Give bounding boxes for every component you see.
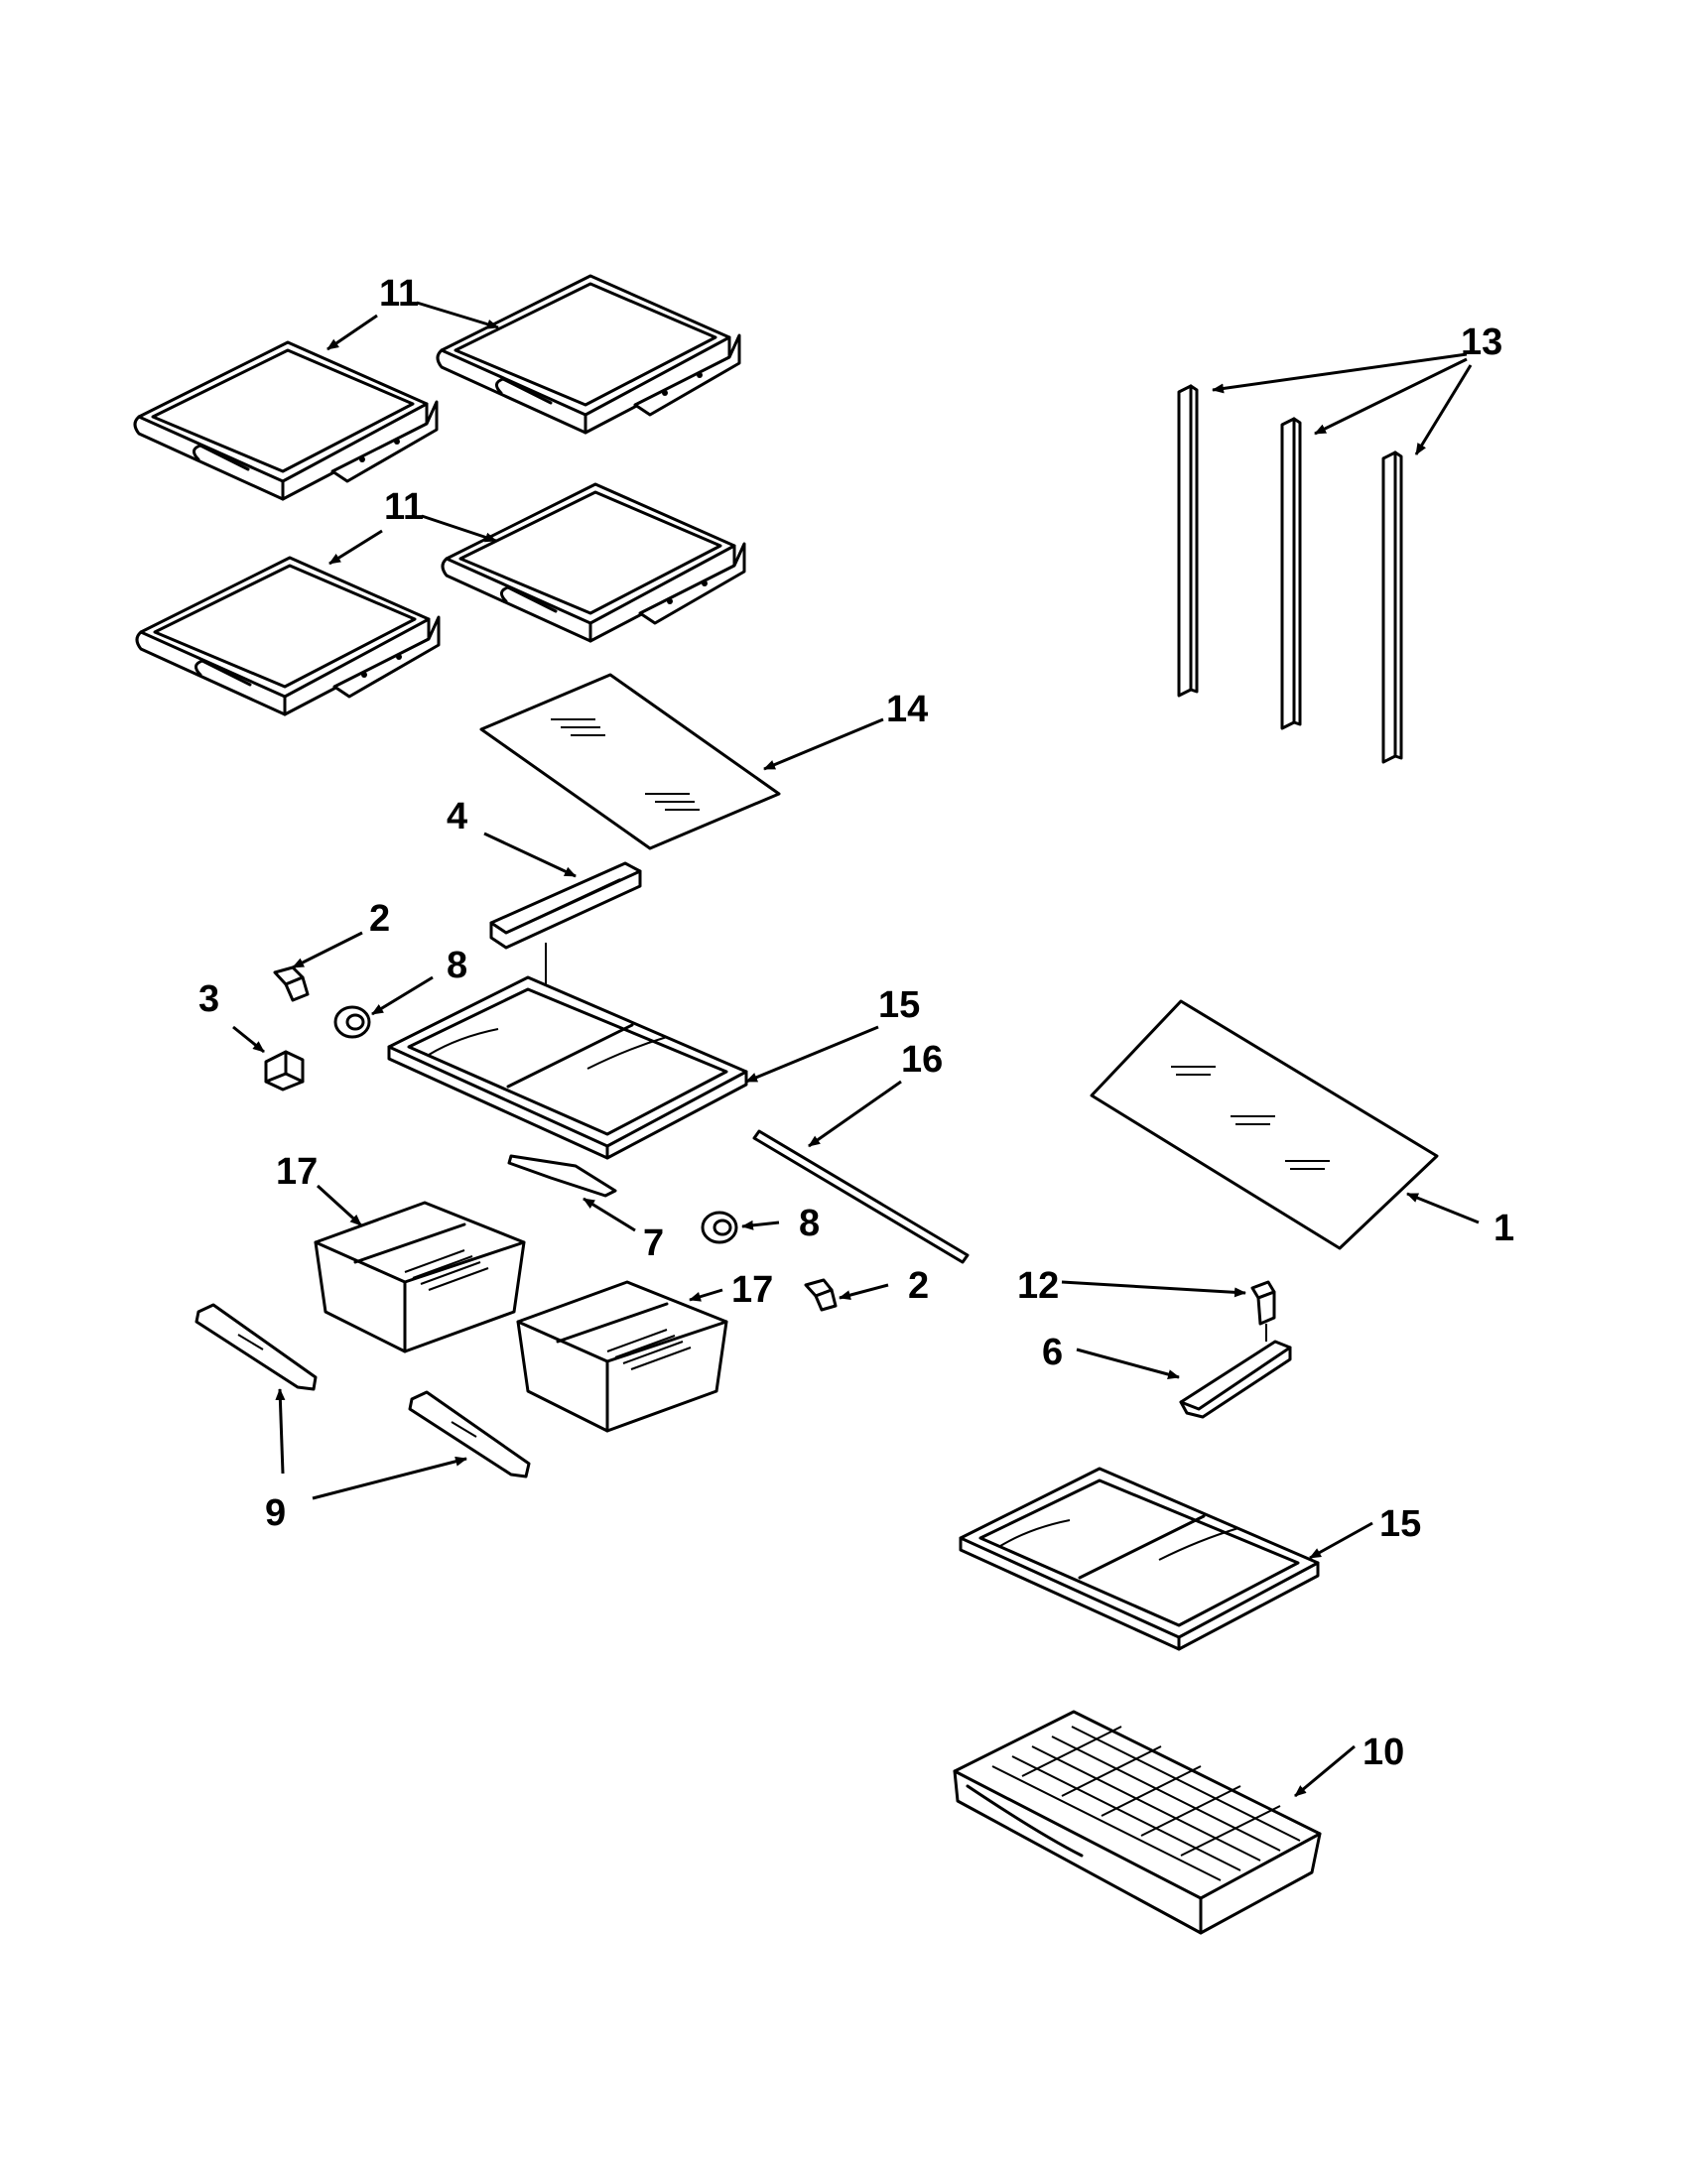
callout-2-lower: 2 bbox=[908, 1265, 929, 1307]
callout-6: 6 bbox=[1042, 1332, 1063, 1373]
crisper-cover-frame-15-upper bbox=[387, 975, 748, 1160]
leader-arrows bbox=[232, 301, 1480, 1798]
callout-13: 13 bbox=[1461, 321, 1502, 363]
crisper-pan-17-right bbox=[516, 1280, 728, 1433]
divider-rod-16 bbox=[752, 1129, 970, 1264]
shelf-ladder-rail-13-b bbox=[1280, 417, 1302, 730]
cantilever-shelf-11-bottom-left bbox=[135, 556, 441, 716]
bracket-6 bbox=[1179, 1340, 1292, 1419]
callout-8-lower: 8 bbox=[799, 1203, 820, 1244]
pan-handle-9-right bbox=[408, 1390, 531, 1478]
roller-8-lower bbox=[701, 1211, 738, 1244]
screw-2-lower bbox=[804, 1278, 838, 1312]
callout-15-upper: 15 bbox=[878, 984, 920, 1026]
callout-17-left: 17 bbox=[276, 1151, 318, 1193]
callout-11-top: 11 bbox=[379, 273, 419, 315]
glass-shelf-14 bbox=[479, 673, 781, 850]
callout-10: 10 bbox=[1363, 1732, 1404, 1773]
screw-12 bbox=[1250, 1280, 1276, 1342]
callout-15-lower: 15 bbox=[1379, 1503, 1421, 1545]
freezer-basket-10 bbox=[953, 1710, 1322, 1935]
callout-7: 7 bbox=[643, 1222, 664, 1264]
cantilever-shelf-11-bottom-right bbox=[441, 482, 746, 643]
shelf-ladder-rail-13-c bbox=[1381, 450, 1403, 764]
bracket-3 bbox=[264, 1050, 305, 1092]
callout-16: 16 bbox=[901, 1039, 943, 1081]
slide-7 bbox=[507, 1154, 617, 1198]
callout-11-bottom: 11 bbox=[384, 486, 424, 528]
callout-14: 14 bbox=[886, 689, 928, 730]
glass-shelf-1 bbox=[1090, 999, 1439, 1250]
callout-1: 1 bbox=[1493, 1208, 1514, 1249]
callout-8-upper: 8 bbox=[447, 945, 467, 986]
callout-labels: 11 11 13 14 4 2 8 3 15 16 17 7 8 2 17 9 … bbox=[198, 273, 1514, 1773]
callout-2-upper: 2 bbox=[369, 898, 390, 940]
shelf-ladder-rail-13-a bbox=[1177, 384, 1199, 698]
cantilever-shelf-11-top-right bbox=[436, 274, 741, 435]
callout-17-right: 17 bbox=[731, 1269, 773, 1311]
crisper-rail-4 bbox=[489, 861, 642, 950]
screw-2-upper bbox=[273, 965, 310, 1002]
pan-handle-9-left bbox=[195, 1303, 318, 1391]
roller-8-upper bbox=[333, 1005, 371, 1039]
crisper-pan-17-left bbox=[314, 1201, 526, 1353]
callout-12: 12 bbox=[1017, 1265, 1059, 1307]
callout-9: 9 bbox=[265, 1492, 286, 1534]
callout-3: 3 bbox=[198, 978, 219, 1020]
crisper-cover-frame-15-lower bbox=[959, 1467, 1320, 1651]
callout-4: 4 bbox=[447, 796, 467, 837]
cantilever-shelf-11-top-left bbox=[133, 340, 439, 501]
